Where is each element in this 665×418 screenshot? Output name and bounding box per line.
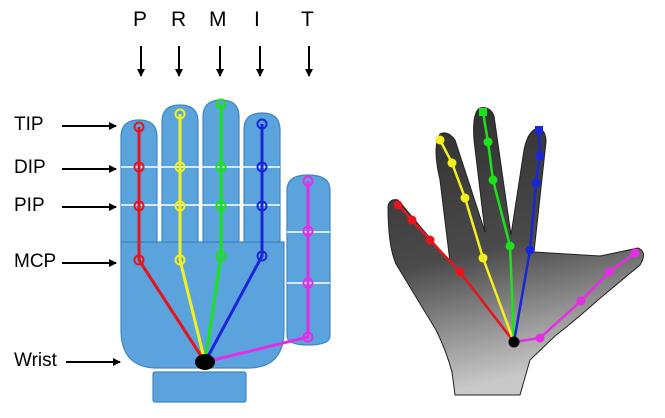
palm-shape bbox=[120, 241, 285, 369]
index-joints bbox=[256, 118, 268, 262]
thumb-dip-marker bbox=[302, 225, 314, 237]
index-bone-line bbox=[203, 124, 264, 363]
pinky-bone-line bbox=[137, 127, 207, 363]
middle-bone-line bbox=[203, 104, 223, 363]
ring-mcp-marker bbox=[174, 254, 186, 266]
thumb-bone-line bbox=[204, 181, 310, 364]
wrist-label: Wrist bbox=[14, 350, 57, 371]
wrist-point bbox=[195, 354, 215, 370]
middle-tip-marker bbox=[215, 98, 227, 110]
dip-label: DIP bbox=[14, 157, 46, 178]
depth-joint-points bbox=[393, 108, 640, 348]
depth-hand-silhouette bbox=[387, 107, 644, 396]
thumb-mcp-marker bbox=[302, 331, 314, 343]
depth-image-hand bbox=[387, 107, 644, 396]
pinky-label: P bbox=[133, 8, 148, 31]
index-dip-marker bbox=[256, 161, 268, 173]
thumb-joints bbox=[302, 175, 314, 343]
middle-mcp-marker bbox=[215, 250, 227, 262]
finger-arrows bbox=[137, 46, 313, 77]
middle-joints bbox=[215, 98, 227, 262]
ring-dip-marker bbox=[174, 161, 186, 173]
wrist-block bbox=[152, 371, 247, 403]
pinky-pip-marker bbox=[133, 200, 145, 212]
index-pip-marker bbox=[256, 200, 268, 212]
depth-wrist-point bbox=[508, 336, 520, 348]
thumb-tip-marker bbox=[302, 175, 314, 187]
pip-label: PIP bbox=[14, 195, 45, 216]
joint-arrows bbox=[62, 122, 121, 366]
pinky-mcp-marker bbox=[133, 254, 145, 266]
ring-joints bbox=[174, 108, 186, 266]
thumb-pip-marker bbox=[302, 277, 314, 289]
pinky-dip-marker bbox=[133, 161, 145, 173]
joint-markers bbox=[133, 98, 314, 343]
middle-dip-marker bbox=[215, 161, 227, 173]
mcp-label: MCP bbox=[14, 251, 57, 272]
index-tip-marker bbox=[256, 118, 268, 130]
ring-tip-marker bbox=[174, 108, 186, 120]
pinky-joints bbox=[133, 121, 145, 266]
pinky-tip-marker bbox=[133, 121, 145, 133]
middle-label: M bbox=[209, 8, 227, 31]
thumb-label: T bbox=[301, 8, 314, 31]
ring-pip-marker bbox=[174, 200, 186, 212]
index-mcp-marker bbox=[256, 250, 268, 262]
index-label: I bbox=[254, 8, 260, 31]
schematic-hand bbox=[120, 98, 331, 403]
skeleton-lines bbox=[137, 104, 310, 364]
middle-pip-marker bbox=[215, 200, 227, 212]
ring-label: R bbox=[171, 8, 187, 31]
tip-label: TIP bbox=[14, 114, 44, 135]
ring-bone-line bbox=[178, 114, 207, 363]
